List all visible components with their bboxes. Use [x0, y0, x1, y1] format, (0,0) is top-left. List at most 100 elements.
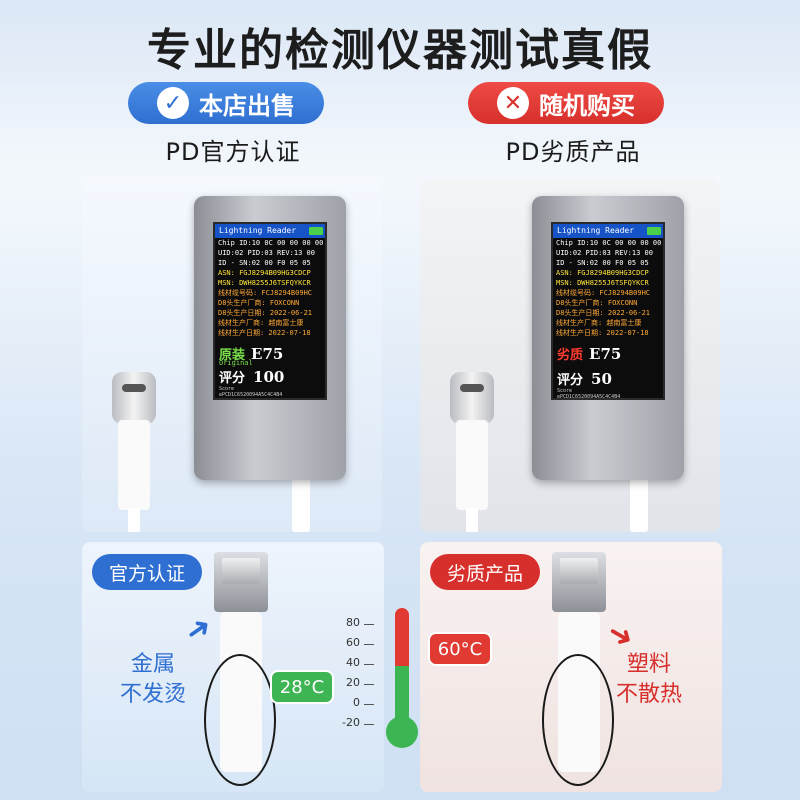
usb-c-connector — [112, 372, 156, 424]
info-line: ID - SN:02 00 F0 05 05 — [218, 259, 311, 267]
callout-line: 金属 — [131, 652, 176, 677]
tick-label: 20 — [346, 676, 360, 689]
info-line: Chip ID:10 0C 00 00 00 00 — [556, 239, 662, 247]
grade-row: 劣质 E75 — [553, 344, 663, 363]
tick-label: 0 — [353, 696, 360, 709]
info-line: UID:02 PID:03 REV:13 00 — [556, 249, 653, 257]
tick-label: 40 — [346, 656, 360, 669]
grade-label: 原装 — [219, 348, 246, 363]
info-line: 线材生产日期: 2022-07-18 — [218, 329, 311, 337]
thermometer-hot-level — [395, 608, 409, 666]
lightning-connector — [214, 552, 268, 612]
cable-wire — [128, 508, 140, 532]
info-line: UID:02 PID:03 REV:13 00 — [218, 249, 315, 257]
highlight-circle — [204, 654, 276, 786]
cable — [118, 420, 150, 510]
thermometer-bulb — [386, 716, 418, 748]
screen-header-label: Lightning Reader — [219, 226, 297, 235]
genuine-product-panel: Lightning Reader Chip ID:10 0C 00 00 00 … — [82, 180, 382, 532]
thermometer-ok-level — [395, 666, 409, 728]
score-row: 评分 50 — [553, 369, 663, 388]
inferior-connector-closeup: 劣质产品 ➜ 塑料 不散热 — [420, 542, 722, 792]
tick-line — [364, 684, 374, 685]
info-line: 线材缆号码: FCJ8294B09HC — [218, 289, 313, 297]
score-value: 50 — [591, 370, 612, 388]
official-cert-subtitle: PD官方认证 — [165, 138, 301, 166]
score-english: Score — [219, 386, 235, 392]
info-line: Chip ID:10 0C 00 00 00 00 — [218, 239, 324, 247]
tick-line — [364, 644, 374, 645]
screen-footer: ePCD1C6520094A5C4C4B4 — [219, 392, 283, 398]
inferior-product-panel: Lightning Reader Chip ID:10 0C 00 00 00 … — [420, 180, 720, 532]
genuine-connector-closeup: 官方认证 ➜ 金属 不发烫 — [82, 542, 384, 792]
callout-line: 塑料 — [627, 652, 672, 677]
random-purchase-badge: ✕ 随机购买 — [468, 82, 664, 124]
lightning-cable — [292, 476, 310, 532]
check-icon: ✓ — [157, 87, 189, 119]
inferior-product-tag: 劣质产品 — [430, 554, 540, 590]
sold-here-label: 本店出售 — [199, 91, 295, 120]
screen-footer: ePCD1C6520094A5C4C4B4 — [557, 394, 621, 400]
thermometer-tube — [395, 608, 409, 728]
tester-device: Lightning Reader Chip ID:10 0C 00 00 00 … — [532, 196, 684, 480]
tick-label: -20 — [342, 716, 360, 729]
tick-line — [364, 704, 374, 705]
tick-line — [364, 724, 374, 725]
usb-c-connector — [450, 372, 494, 424]
score-label: 评分 — [557, 373, 584, 388]
cable-wire — [466, 508, 478, 532]
battery-icon — [647, 227, 661, 235]
screen-header: Lightning Reader — [215, 224, 325, 238]
battery-icon — [309, 227, 323, 235]
inferior-temp-badge: 60°C — [428, 632, 492, 666]
screen-header: Lightning Reader — [553, 224, 663, 238]
highlight-circle — [542, 654, 614, 786]
tick-line — [364, 624, 374, 625]
tick-label: 60 — [346, 636, 360, 649]
lightning-connector — [552, 552, 606, 612]
grade-english: Original — [219, 359, 253, 367]
score-english: Score — [557, 388, 573, 394]
info-line: 线材缆号码: FCJ8294B09HC — [556, 289, 651, 297]
tick-label: 80 — [346, 616, 360, 629]
info-line: ASN: FGJ8294B09HG3CDCP — [218, 269, 311, 277]
inferior-product-subtitle: PD劣质产品 — [505, 138, 641, 166]
tester-screen: Lightning Reader Chip ID:10 0C 00 00 00 … — [213, 222, 327, 400]
thermometer-scale: 80 60 40 20 0 -20 — [330, 616, 380, 746]
official-cert-tag: 官方认证 — [92, 554, 202, 590]
callout-line: 不散热 — [616, 682, 683, 707]
metal-callout: 金属 不发烫 — [120, 650, 186, 710]
random-purchase-label: 随机购买 — [539, 91, 635, 120]
model-label: E75 — [251, 345, 284, 363]
info-line: D8头生产厂商: FOXCONN — [556, 299, 638, 307]
plastic-callout: 塑料 不散热 — [616, 650, 682, 710]
info-line: MSN: DWH8255J6TSFQYKCR — [556, 279, 649, 287]
page-title: 专业的检测仪器测试真假 — [147, 25, 653, 76]
info-line: D8头生产日期: 2022-06-21 — [218, 309, 313, 317]
score-row: 评分 100 — [215, 367, 325, 386]
callout-line: 不发烫 — [120, 682, 187, 707]
info-line: D8头生产日期: 2022-06-21 — [556, 309, 651, 317]
cross-icon: ✕ — [497, 87, 529, 119]
info-line: 线材生产厂商: 越南富士康 — [218, 319, 304, 327]
model-label: E75 — [589, 345, 622, 363]
score-value: 100 — [253, 368, 285, 386]
arrow-icon: ➜ — [178, 607, 219, 652]
cable — [456, 420, 488, 510]
info-line: ID - SN:02 00 F0 05 05 — [556, 259, 649, 267]
info-line: D8头生产厂商: FOXCONN — [218, 299, 300, 307]
tester-device: Lightning Reader Chip ID:10 0C 00 00 00 … — [194, 196, 346, 480]
score-label: 评分 — [219, 371, 246, 386]
info-line: MSN: DWH8255J6TSFQYKCR — [218, 279, 311, 287]
tick-line — [364, 664, 374, 665]
sold-here-badge: ✓ 本店出售 — [128, 82, 324, 124]
tester-screen: Lightning Reader Chip ID:10 0C 00 00 00 … — [551, 222, 665, 400]
info-line: ASN: FGJ8294B09HG3CDCP — [556, 269, 649, 277]
info-line: 线材生产厂商: 越南富士康 — [556, 319, 642, 327]
screen-header-label: Lightning Reader — [557, 226, 635, 235]
lightning-cable — [630, 476, 648, 532]
grade-row: 原装 E75 — [215, 344, 325, 363]
grade-label: 劣质 — [557, 348, 584, 363]
info-line: 线材生产日期: 2022-07-18 — [556, 329, 649, 337]
genuine-temp-badge: 28°C — [270, 670, 334, 704]
